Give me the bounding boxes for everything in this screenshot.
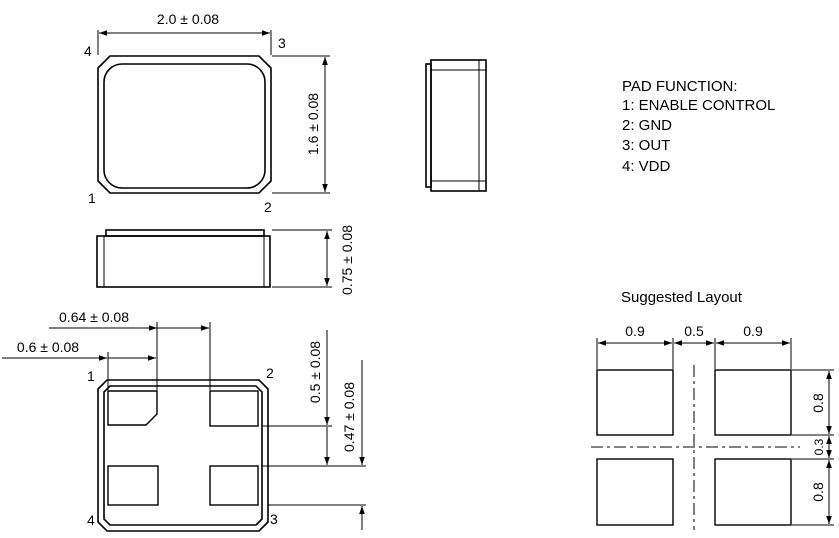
pad-function-item-3: 3: OUT xyxy=(622,137,670,154)
pad-pitch-label: 0.64 ± 0.08 xyxy=(59,309,129,325)
side-front-body xyxy=(96,235,271,288)
layout-pad-bottom-left xyxy=(596,458,674,526)
layout-dim-gap: 0.5 xyxy=(684,323,704,339)
suggested-layout-title: Suggested Layout xyxy=(621,289,743,306)
layout-dim-bottom: 0.8 xyxy=(810,482,826,502)
pad-function-legend: PAD FUNCTION: 1: ENABLE CONTROL 2: GND 3… xyxy=(622,78,775,175)
bottom-view: 0.64 ± 0.08 0.6 ± 0.08 0.5 ± 0.08 0.47 ±… xyxy=(2,309,366,532)
layout-pad-bottom-right xyxy=(714,458,792,526)
bottom-pad-4 xyxy=(107,465,159,506)
layout-pad-top-left xyxy=(596,369,674,436)
bottom-pin-3: 3 xyxy=(270,511,278,527)
top-pin-2: 2 xyxy=(264,199,272,215)
top-width-label: 2.0 ± 0.08 xyxy=(157,11,219,27)
top-pin-4: 4 xyxy=(84,43,92,59)
pad-height-label: 0.5 ± 0.08 xyxy=(307,341,323,403)
bottom-pin-4: 4 xyxy=(87,512,95,528)
bottom-pad-1 xyxy=(107,390,158,426)
pad-width-label: 0.6 ± 0.08 xyxy=(17,339,79,355)
top-pin-1: 1 xyxy=(88,190,96,206)
thickness-label: 0.75 ± 0.08 xyxy=(339,225,355,295)
layout-dim-left: 0.9 xyxy=(625,323,645,339)
bottom-view-outline xyxy=(97,379,269,532)
side-right-body xyxy=(430,59,487,192)
side-view-right xyxy=(425,59,487,192)
pad-function-item-4: 4: VDD xyxy=(622,158,671,175)
pad-offset-label: 0.47 ± 0.08 xyxy=(341,382,357,452)
bottom-pin-2: 2 xyxy=(266,365,274,381)
bottom-pin-1: 1 xyxy=(87,368,95,384)
pad-function-item-1: 1: ENABLE CONTROL xyxy=(622,97,775,114)
top-height-label: 1.6 ± 0.08 xyxy=(305,93,321,155)
side-right-cap-top xyxy=(425,63,432,188)
suggested-layout: Suggested Layout 0.9 0.5 0.9 0.8 0.3 0.8 xyxy=(591,289,834,530)
top-pin-3: 3 xyxy=(278,35,286,51)
pad-function-title: PAD FUNCTION: xyxy=(622,78,738,95)
layout-pad-top-right xyxy=(714,369,792,436)
top-view-lid xyxy=(103,63,266,189)
top-view-outline xyxy=(97,55,272,194)
bottom-pad-3 xyxy=(209,465,259,506)
layout-dim-right: 0.9 xyxy=(743,323,763,339)
layout-dim-top: 0.8 xyxy=(810,393,826,413)
side-front-lid xyxy=(105,229,265,237)
bottom-pad-2 xyxy=(209,390,259,427)
side-view-front: 0.75 ± 0.08 xyxy=(96,225,355,295)
layout-dim-mid: 0.3 xyxy=(812,438,826,455)
pad-function-item-2: 2: GND xyxy=(622,117,672,134)
top-view: 2.0 ± 0.08 1.6 ± 0.08 4 3 1 2 xyxy=(84,11,330,215)
